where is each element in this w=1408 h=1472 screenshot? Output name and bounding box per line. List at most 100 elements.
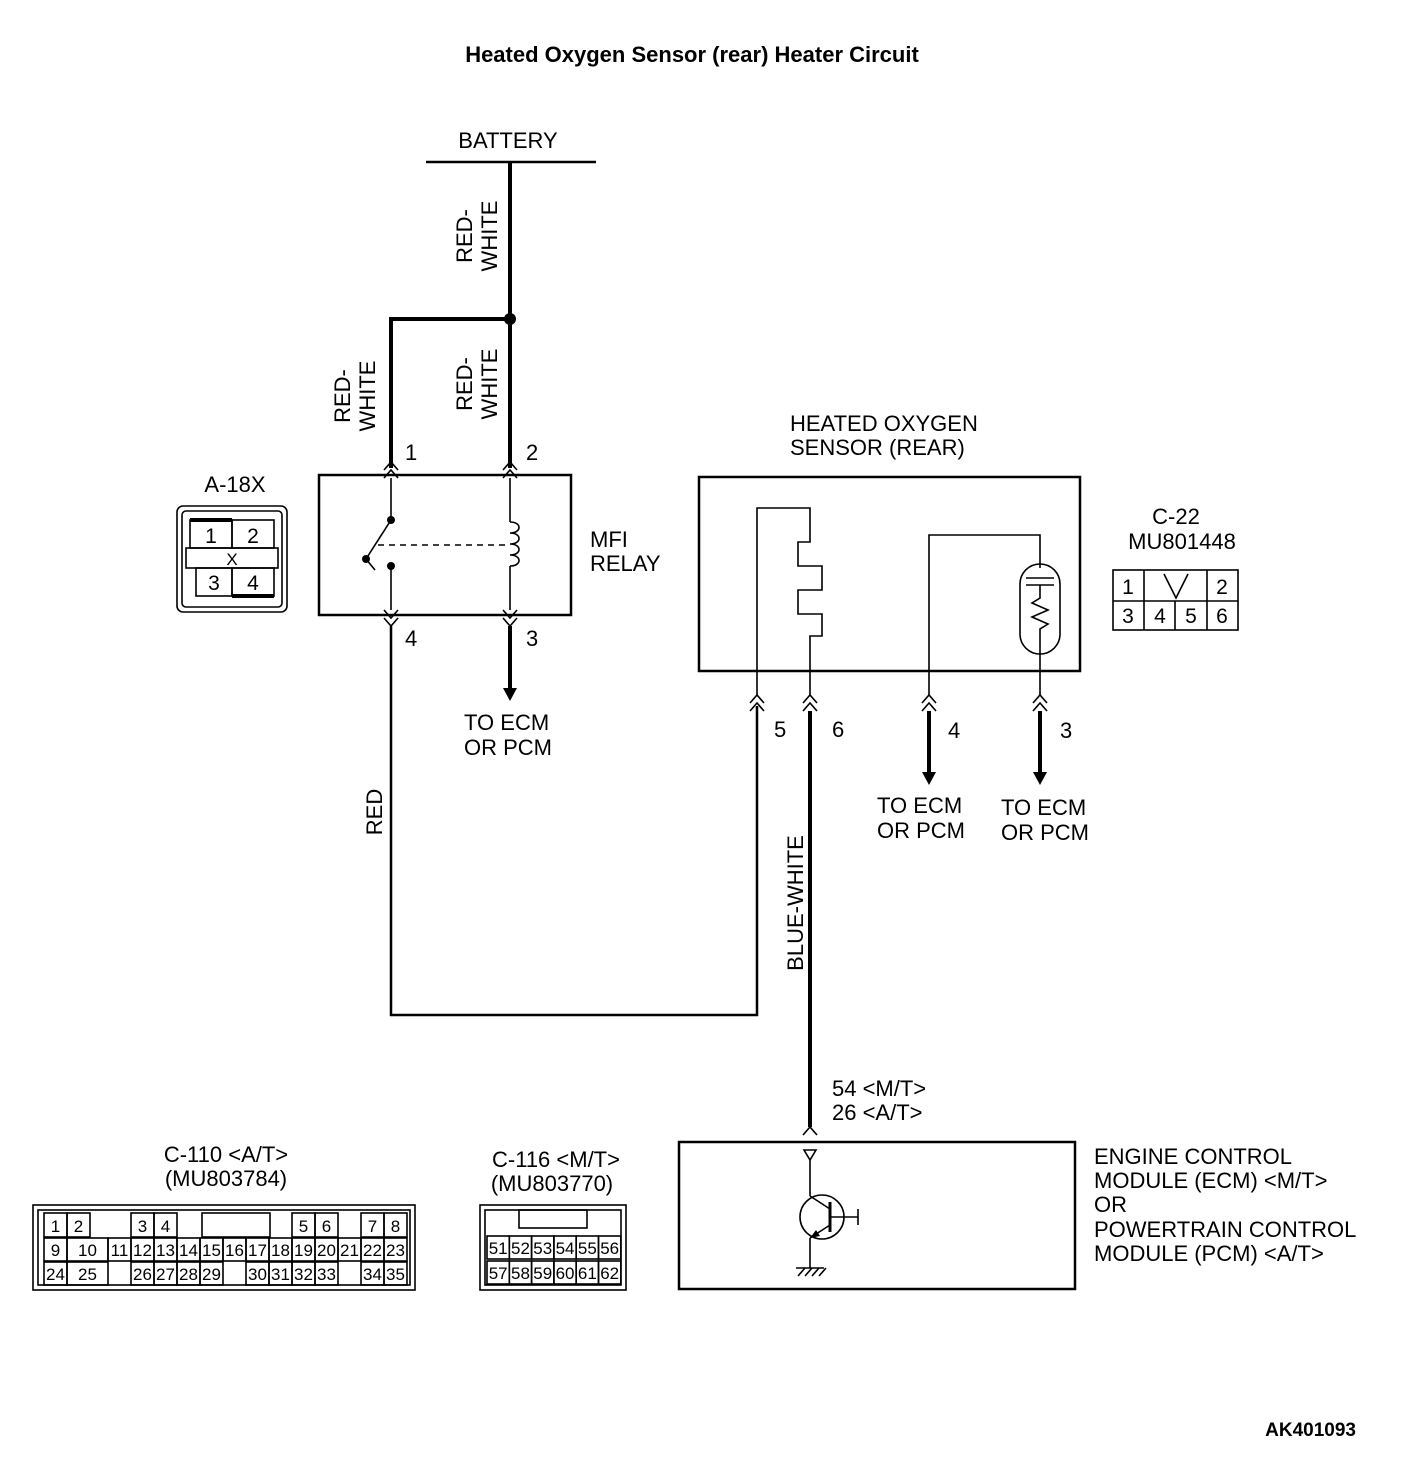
connector-mark xyxy=(383,609,399,620)
connector-c110-pin: 19 xyxy=(294,1241,313,1260)
connector-c116-pin: 59 xyxy=(533,1264,552,1283)
connector-a18x-pin: 3 xyxy=(208,572,220,595)
transistor-emitter-arrow xyxy=(810,1230,820,1238)
connector-c110-pin: 24 xyxy=(46,1265,65,1284)
connector-c110-pin: 10 xyxy=(78,1241,97,1260)
battery-label: BATTERY xyxy=(458,128,558,153)
ecm-label: MODULE (PCM) <A/T> xyxy=(1094,1241,1324,1266)
sensor3-to-ecm-label: TO ECM xyxy=(1001,795,1086,820)
connector-c116-pin: 57 xyxy=(489,1264,508,1283)
connector-c22-pin: 5 xyxy=(1185,605,1197,628)
connector-c110-pin: 17 xyxy=(248,1241,267,1260)
connector-c110-pin: 26 xyxy=(133,1265,152,1284)
connector-c116-pin: 58 xyxy=(511,1264,530,1283)
svg-text:RED-: RED- xyxy=(330,369,355,423)
connector-c116-label: C-116 <M/T> xyxy=(492,1147,620,1172)
sensor-box xyxy=(697,475,1082,673)
wire-label-red: RED xyxy=(362,789,387,835)
wire-label-battery-feed: RED- WHITE xyxy=(452,201,502,272)
connector-c116-pin: 60 xyxy=(556,1264,575,1283)
connector-c110-inner xyxy=(37,1209,411,1286)
relay-contact xyxy=(387,562,395,570)
connector-c110-pin: 14 xyxy=(179,1241,198,1260)
sensor-pin-5: 5 xyxy=(774,717,786,742)
sensor4-to-ecm-label: OR PCM xyxy=(877,818,965,843)
connector-c110-pin: 29 xyxy=(202,1265,221,1284)
connector-c116-pin: 52 xyxy=(511,1239,530,1258)
connector-c22-pin: 4 xyxy=(1154,605,1166,628)
connector-c116-pin: 62 xyxy=(600,1264,619,1283)
figure-id: AK401093 xyxy=(1265,1420,1356,1441)
ground-icon xyxy=(804,1267,813,1277)
connector-mark xyxy=(1032,701,1048,712)
connector-c110-pin: 16 xyxy=(225,1241,244,1260)
connector-c22-pin: 1 xyxy=(1122,576,1134,599)
sensor-label: SENSOR (REAR) xyxy=(790,435,965,460)
connector-c116-pin: 55 xyxy=(578,1239,597,1258)
ecm-pin-label: 54 <M/T> xyxy=(832,1076,926,1101)
transistor-collector xyxy=(809,1195,831,1210)
connector-mark xyxy=(383,468,399,479)
connector-c110-pin: 6 xyxy=(322,1217,331,1236)
connector-c110-pin: 25 xyxy=(78,1265,97,1284)
connector-c110-cell xyxy=(199,1261,224,1286)
connector-c116-outer xyxy=(479,1204,627,1291)
ground-icon xyxy=(811,1267,820,1277)
svg-text:WHITE: WHITE xyxy=(477,349,502,420)
connector-c110-pin: 2 xyxy=(74,1217,83,1236)
relay-pin-4: 4 xyxy=(405,626,417,651)
mfi-relay: 1 2 4 3 MFI RELAY xyxy=(317,440,661,651)
ecm-label: OR xyxy=(1094,1192,1127,1217)
ground-icon xyxy=(818,1267,827,1277)
connector-a18x-pin: 4 xyxy=(247,572,259,595)
connector-c22-pin: 6 xyxy=(1216,605,1228,628)
sensor-element-resistor xyxy=(1030,585,1050,695)
connector-c116-key xyxy=(518,1209,588,1229)
connector-c22-key xyxy=(1163,573,1189,600)
connector-c110-cell xyxy=(383,1212,408,1238)
sensor-signal-wire xyxy=(928,534,1041,695)
red-wire xyxy=(389,626,759,1017)
connector-c110-outer xyxy=(32,1204,416,1291)
connector-mark xyxy=(921,701,937,712)
sensor-label: HEATED OXYGEN xyxy=(790,411,978,436)
connector-c110-cell xyxy=(153,1212,178,1238)
svg-text:WHITE: WHITE xyxy=(355,361,380,432)
connector-c110-pin: 35 xyxy=(386,1265,405,1284)
relay-to-ecm-label: TO ECM xyxy=(464,710,549,735)
relay-pin-3: 3 xyxy=(526,626,538,651)
svg-text:BLUE-WHITE: BLUE-WHITE xyxy=(783,835,808,971)
arrow-to-ecm xyxy=(922,772,936,785)
connector-c22-label: C-22 xyxy=(1152,504,1200,529)
connector-c110-cell xyxy=(314,1261,339,1286)
connector-mark xyxy=(502,460,518,471)
connector-c110-pin: 28 xyxy=(179,1265,198,1284)
relay-switch-arm xyxy=(365,558,376,571)
relay-switch-arm xyxy=(365,519,392,560)
connector-c116-label: (MU803770) xyxy=(491,1171,613,1196)
connector-c22-pin: 3 xyxy=(1122,605,1134,628)
relay-pin-2: 2 xyxy=(526,440,538,465)
connector-c110-cell xyxy=(383,1237,408,1262)
connector-mark xyxy=(749,693,765,704)
connector-c116-pin: 51 xyxy=(489,1239,508,1258)
connector-c110-pin: 33 xyxy=(317,1265,336,1284)
connector-mark xyxy=(921,693,937,704)
connector-c110-pin: 8 xyxy=(391,1217,400,1236)
mfi-relay-box xyxy=(317,473,573,617)
connector-a18x-pin: 1 xyxy=(205,525,217,548)
engine-control-module xyxy=(677,1140,1077,1291)
connector-mark xyxy=(802,693,818,704)
ecm-label: POWERTRAIN CONTROL xyxy=(1094,1217,1356,1242)
connector-c110-cell xyxy=(66,1261,109,1286)
connector-c110-pin: 12 xyxy=(133,1241,152,1260)
connector-c116-pin: 53 xyxy=(533,1239,552,1258)
svg-text:RED-: RED- xyxy=(452,209,477,263)
mfi-relay-label: RELAY xyxy=(590,551,661,576)
ecm-box xyxy=(677,1140,1077,1291)
connector-mark xyxy=(502,609,518,620)
connector-c110-pin: 4 xyxy=(161,1217,170,1236)
